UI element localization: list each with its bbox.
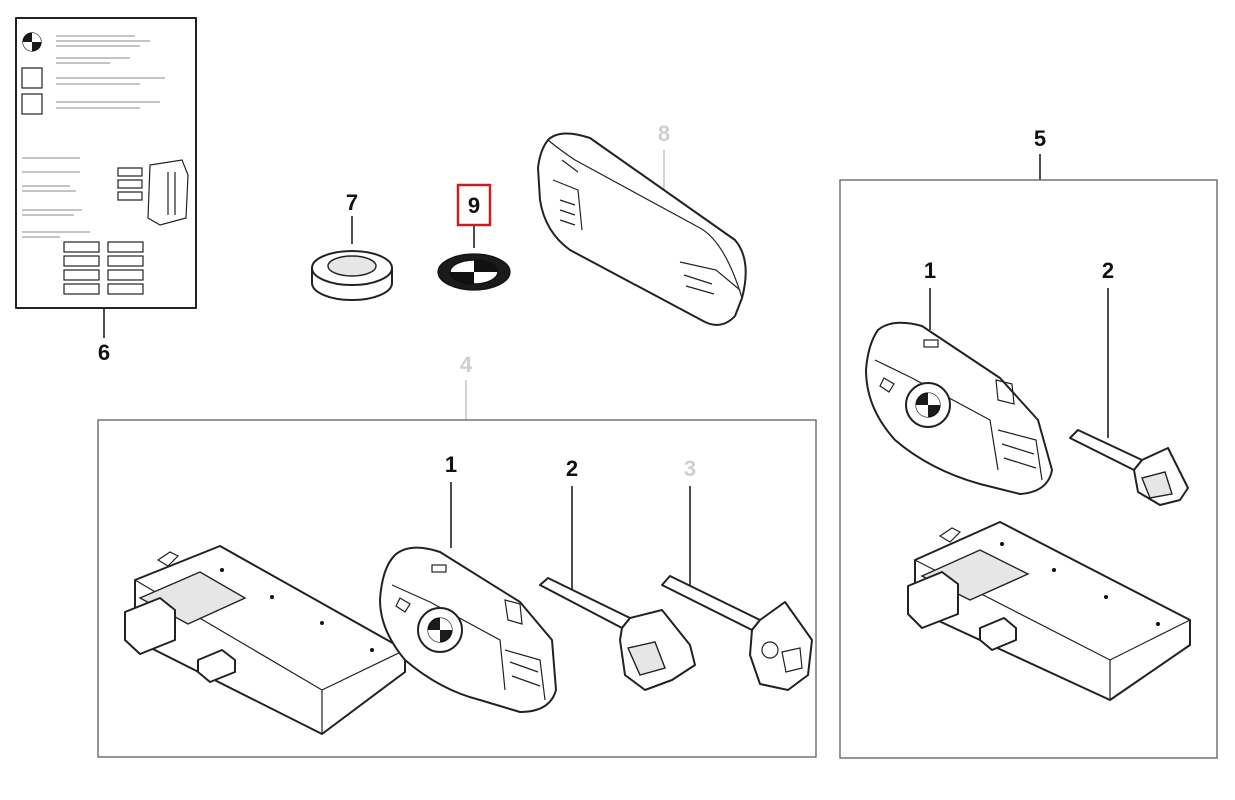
battery[interactable] <box>311 250 393 301</box>
key-blade[interactable] <box>661 575 813 691</box>
kit-4-frame <box>97 419 817 758</box>
callout-3[interactable]: 3 <box>684 456 696 481</box>
callout-9[interactable]: 9 <box>468 193 480 218</box>
key-housing[interactable] <box>537 132 747 326</box>
selected-callout-frame <box>456 183 492 227</box>
remote-key[interactable] <box>379 546 557 713</box>
callout-2[interactable]: 2 <box>566 456 578 481</box>
callout-5[interactable]: 5 <box>1034 126 1046 151</box>
kit-5-frame <box>839 179 1218 759</box>
emergency-key-blade-kit5[interactable] <box>1069 429 1189 506</box>
instruction-sheet[interactable] <box>15 17 197 309</box>
callout-1-kit5[interactable]: 1 <box>924 258 936 283</box>
callout-6[interactable]: 6 <box>98 340 110 365</box>
callout-2-kit5[interactable]: 2 <box>1102 258 1114 283</box>
emergency-key-blade[interactable] <box>539 577 696 691</box>
control-unit[interactable] <box>124 545 406 735</box>
callout-4[interactable]: 4 <box>460 352 473 377</box>
remote-key-kit5[interactable] <box>865 321 1053 495</box>
callout-1[interactable]: 1 <box>445 452 457 477</box>
bmw-emblem[interactable] <box>437 253 511 291</box>
callout-8[interactable]: 8 <box>658 121 670 146</box>
control-unit-kit5[interactable] <box>907 521 1191 701</box>
callout-7[interactable]: 7 <box>346 190 358 215</box>
